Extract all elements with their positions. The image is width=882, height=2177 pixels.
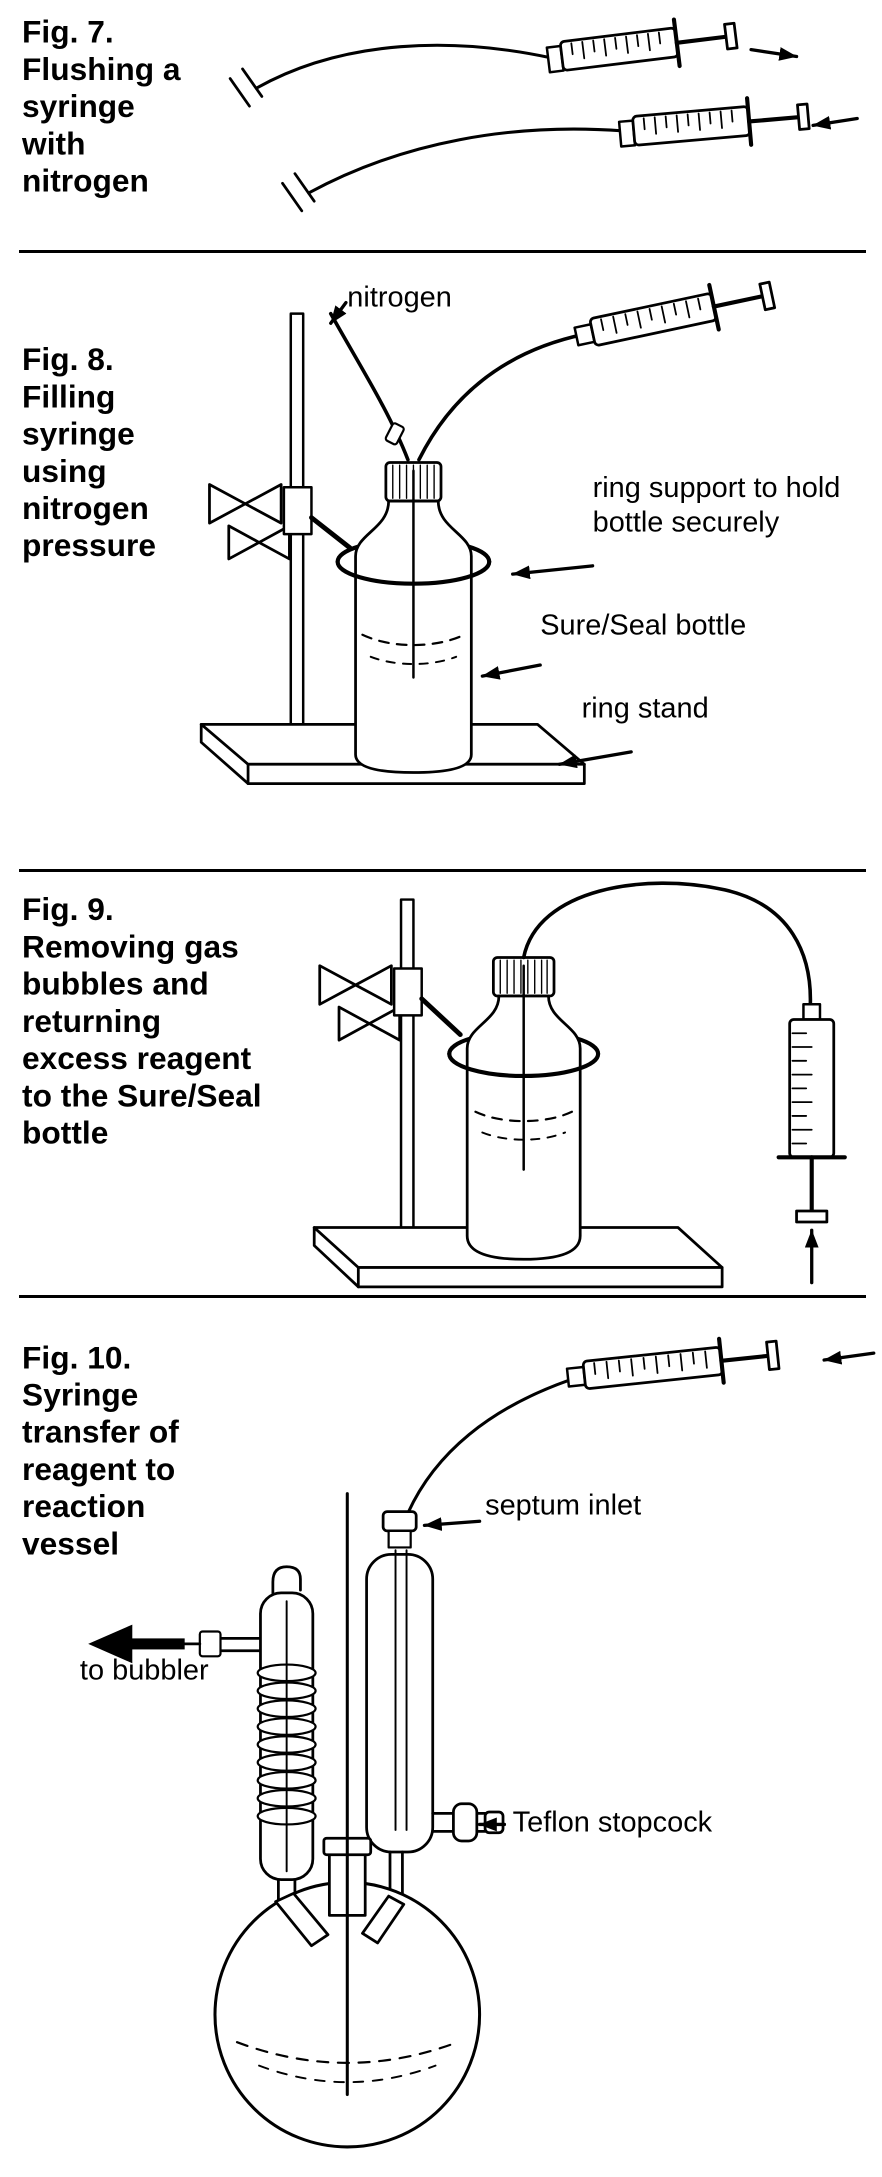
support-ring-front bbox=[447, 1051, 601, 1079]
figure-10-section: Fig. 10. Syringe transfer of reagent to … bbox=[0, 1298, 882, 2177]
sure-seal-bottle-drawing bbox=[354, 461, 473, 774]
figure-10-drawing bbox=[88, 1336, 876, 2149]
label-ring-stand: ring stand bbox=[581, 692, 709, 725]
figure-10-canvas: Fig. 10. Syringe transfer of reagent to … bbox=[0, 1298, 882, 2177]
needle-tube-drawing bbox=[406, 1379, 570, 1515]
label-arrows bbox=[422, 1517, 507, 1832]
syringe-drawing bbox=[573, 280, 777, 347]
ring-stand-arrow bbox=[557, 750, 633, 769]
section-divider bbox=[19, 1295, 866, 1298]
syringe-tube-drawing bbox=[417, 332, 587, 462]
figure-9-caption: Fig. 9. Removing gas bubbles and returni… bbox=[22, 891, 262, 1151]
label-teflon-stopcock: Teflon stopcock bbox=[512, 1806, 713, 1839]
septum-inlet-arrow bbox=[422, 1517, 482, 1531]
to-bubbler-arrow-shaft bbox=[129, 1638, 185, 1650]
figure-9-drawing bbox=[312, 881, 847, 1289]
section-divider bbox=[19, 250, 866, 253]
clamp-drawing bbox=[208, 483, 353, 561]
figure-10-caption: Fig. 10. Syringe transfer of reagent to … bbox=[22, 1339, 179, 1562]
figure-9-section: Fig. 9. Removing gas bubbles and returni… bbox=[0, 872, 882, 1295]
to-bubbler-arrow-head bbox=[88, 1624, 133, 1664]
figure-7-section: Fig. 7. Flushing a syringe with nitrogen bbox=[0, 0, 882, 250]
figure-8-canvas: Fig. 8. Filling syringe using nitrogen p… bbox=[0, 253, 882, 869]
nitrogen-arrow bbox=[329, 300, 348, 325]
sure-seal-bottle-drawing bbox=[465, 956, 582, 1261]
figure-9-canvas: Fig. 9. Removing gas bubbles and returni… bbox=[0, 872, 882, 1295]
syringe-drawing bbox=[776, 1003, 847, 1224]
sure-seal-arrow bbox=[480, 663, 542, 680]
ring-support-arrow bbox=[511, 564, 595, 580]
support-ring-front bbox=[335, 559, 492, 586]
transfer-tube-drawing bbox=[521, 881, 813, 1007]
syringe-drawing bbox=[565, 1336, 781, 1390]
plunger-push-arrow bbox=[822, 1350, 876, 1365]
section-divider bbox=[19, 869, 866, 872]
figure-8-drawing bbox=[199, 280, 777, 785]
figure-7-drawing bbox=[228, 17, 859, 213]
nitrogen-tube-drawing bbox=[328, 311, 410, 462]
label-sure-seal-bottle: Sure/Seal bottle bbox=[540, 609, 747, 642]
label-septum-inlet: septum inlet bbox=[485, 1489, 642, 1522]
syringe-upper-drawing bbox=[228, 17, 799, 108]
label-to-bubbler: to bubbler bbox=[79, 1654, 209, 1687]
addition-funnel-drawing bbox=[365, 1510, 505, 1903]
reaction-flask-drawing bbox=[213, 1492, 482, 2149]
clamp-drawing bbox=[318, 964, 463, 1042]
label-ring-support: ring support to hold bottle securely bbox=[592, 472, 841, 539]
label-nitrogen: nitrogen bbox=[347, 281, 452, 314]
figure-8-caption: Fig. 8. Filling syringe using nitrogen p… bbox=[22, 341, 156, 564]
label-arrows bbox=[329, 300, 633, 769]
teflon-stopcock-plug bbox=[452, 1802, 479, 1843]
syringe-lower-drawing bbox=[281, 96, 859, 213]
flow-out-arrow bbox=[749, 47, 799, 61]
flow-in-arrow bbox=[811, 115, 859, 130]
figure-7-canvas: Fig. 7. Flushing a syringe with nitrogen bbox=[0, 0, 882, 249]
figure-8-section: Fig. 8. Filling syringe using nitrogen p… bbox=[0, 253, 882, 869]
figure-7-caption: Fig. 7. Flushing a syringe with nitrogen bbox=[22, 13, 181, 199]
bubbler-column-drawing bbox=[88, 1565, 317, 1908]
